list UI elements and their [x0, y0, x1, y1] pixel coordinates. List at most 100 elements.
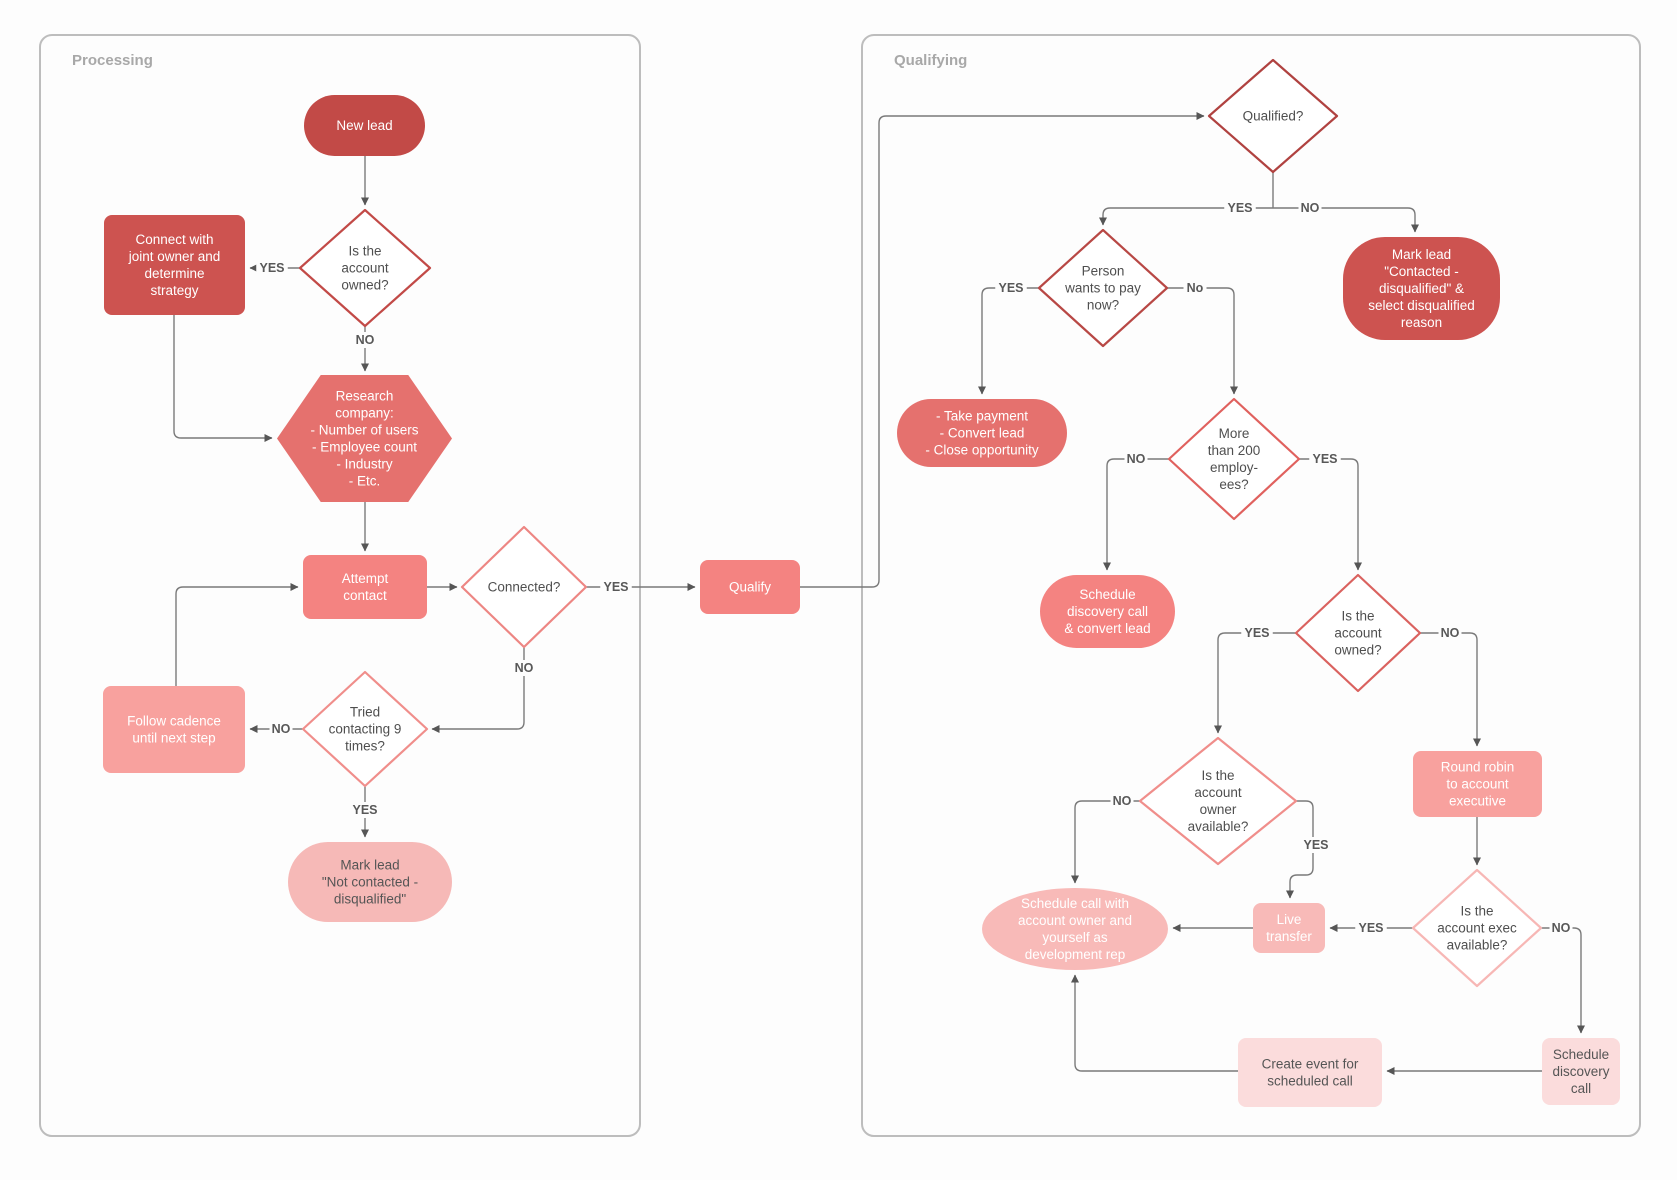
more-than-200-shape[interactable]	[1167, 397, 1301, 521]
take-payment-shape[interactable]	[897, 399, 1067, 467]
edge-label-bg	[1224, 200, 1256, 216]
edge-label-text: NO	[272, 722, 291, 736]
tried-contacting-shape[interactable]	[301, 670, 429, 788]
connected-label: Connected?	[488, 580, 561, 595]
qualified-label: Qualified?	[1243, 109, 1304, 124]
edge-label-text: YES	[1227, 201, 1252, 215]
is-owner-available-shape[interactable]	[1138, 736, 1298, 866]
create-event-shape[interactable]	[1238, 1038, 1382, 1107]
schedule-discovery-convert-shape[interactable]	[1040, 575, 1175, 648]
container-processing-frame[interactable]	[39, 34, 641, 1137]
edge-label-text: NO	[1113, 794, 1132, 808]
node-new-lead[interactable]: New lead	[304, 95, 425, 156]
edge-fork-to-mark-contacted-disqualified	[1273, 207, 1419, 233]
mark-not-contacted-label: Mark lead"Not contacted -disqualified"	[322, 858, 418, 907]
node-mark-not-contacted[interactable]: Mark lead"Not contacted -disqualified"	[288, 842, 452, 922]
research-company-shape[interactable]	[277, 375, 452, 502]
edge-create-event-to-schedule-call-owner	[1071, 974, 1238, 1072]
edge-label-bg	[512, 660, 536, 676]
edge-label-bg	[1110, 793, 1134, 809]
edge-more-than-200-to-is-account-owned-2	[1299, 458, 1362, 571]
container-qualifying-frame[interactable]	[861, 34, 1641, 1137]
container-processing[interactable]: Processing	[39, 34, 641, 1137]
round-robin-shape[interactable]	[1413, 751, 1542, 817]
edge-label-bg	[1309, 451, 1341, 467]
edge-follow-cadence-to-attempt-contact	[175, 583, 299, 686]
edge-label-bg	[1298, 200, 1322, 216]
edge-connected-to-tried-contacting	[431, 647, 525, 733]
edge-label-text: YES	[1312, 452, 1337, 466]
edge-label-text: NO	[515, 661, 534, 675]
edge-label-text: YES	[1358, 921, 1383, 935]
live-transfer-shape[interactable]	[1253, 903, 1325, 953]
edge-label-bg	[256, 260, 288, 276]
node-qualified[interactable]: Qualified?	[1207, 58, 1339, 174]
edge-label-connected-to-qualify: YES	[600, 579, 632, 595]
is-account-owned-2-shape[interactable]	[1294, 573, 1422, 693]
edge-label-bg	[1300, 837, 1332, 853]
edge-label-is-account-owned-to-connect-joint-owner: YES	[256, 260, 288, 276]
edge-label-tried-contacting-to-follow-cadence: NO	[269, 721, 293, 737]
connect-joint-owner-shape[interactable]	[104, 215, 245, 315]
is-account-owned-shape[interactable]	[298, 208, 432, 328]
edge-qualify-to-qualified	[800, 112, 1205, 588]
qualified-shape[interactable]	[1207, 58, 1339, 174]
follow-cadence-shape[interactable]	[103, 686, 245, 773]
edge-label-person-wants-pay-to-take-payment: YES	[995, 280, 1027, 296]
new-lead-label: New lead	[336, 118, 392, 133]
edge-label-bg	[995, 280, 1027, 296]
edge-label-connected-to-tried-contacting: NO	[512, 660, 536, 676]
node-mark-contacted-disqualified[interactable]: Mark lead"Contacted -disqualified" &sele…	[1343, 237, 1500, 340]
attempt-contact-shape[interactable]	[303, 555, 427, 619]
is-exec-available-shape[interactable]	[1411, 868, 1543, 988]
connected-shape[interactable]	[460, 525, 588, 649]
new-lead-shape[interactable]	[304, 95, 425, 156]
edge-label-text: YES	[352, 803, 377, 817]
node-connected[interactable]: Connected?	[460, 525, 588, 649]
mark-contacted-disqualified-shape[interactable]	[1343, 237, 1500, 340]
edge-label-bg	[269, 721, 293, 737]
node-qualify[interactable]: Qualify	[700, 560, 800, 614]
person-wants-pay-shape[interactable]	[1037, 228, 1169, 348]
edge-person-wants-pay-to-more-than-200	[1167, 287, 1238, 395]
schedule-discovery-call-shape[interactable]	[1542, 1038, 1620, 1105]
qualify-shape[interactable]	[700, 560, 800, 614]
container-qualifying[interactable]: Qualifying	[861, 34, 1641, 1137]
edge-label-bg	[349, 802, 381, 818]
schedule-call-owner-shape[interactable]	[982, 888, 1168, 970]
edge-label-is-owner-available-to-schedule-call-owner: NO	[1110, 793, 1134, 809]
edge-label-bg	[600, 579, 632, 595]
edge-label-fork-to-person-wants-pay: YES	[1224, 200, 1256, 216]
edge-label-text: NO	[1301, 201, 1320, 215]
edge-label-text: NO	[1552, 921, 1571, 935]
edge-label-is-exec-available-to-live-transfer: YES	[1355, 920, 1387, 936]
edge-label-bg	[1549, 920, 1573, 936]
mark-not-contacted-shape[interactable]	[288, 842, 452, 922]
node-take-payment[interactable]: - Take payment- Convert lead- Close oppo…	[897, 399, 1067, 467]
